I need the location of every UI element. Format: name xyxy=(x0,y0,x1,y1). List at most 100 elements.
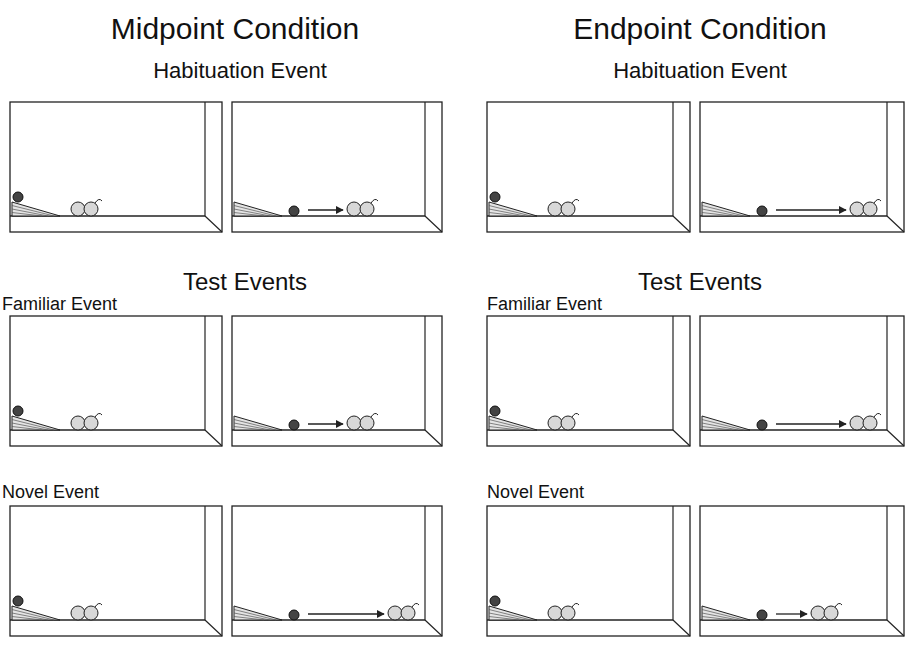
motion-arrow xyxy=(776,209,846,210)
ball xyxy=(13,406,23,416)
event-panel xyxy=(10,316,222,446)
event-label: Familiar Event xyxy=(487,294,602,315)
stage-frame xyxy=(10,316,222,446)
event-label: Novel Event xyxy=(487,482,584,503)
back-wall xyxy=(424,102,425,216)
stage-frame xyxy=(232,316,442,446)
event-panel xyxy=(700,102,904,232)
ball xyxy=(490,596,500,606)
floor-corner xyxy=(887,216,904,232)
event-label: Test Events xyxy=(638,268,762,296)
floor-corner xyxy=(205,430,222,446)
wheeled-toy xyxy=(388,603,419,620)
event-panel xyxy=(487,316,690,446)
back-wall xyxy=(424,316,425,430)
ramp xyxy=(702,606,750,620)
ramp xyxy=(12,202,60,216)
ball xyxy=(289,206,299,216)
event-panel xyxy=(487,102,690,232)
condition-title: Midpoint Condition xyxy=(111,12,359,47)
ball xyxy=(13,596,23,606)
event-label: Habituation Event xyxy=(613,58,787,83)
event-panel xyxy=(700,316,904,446)
event-panel xyxy=(700,506,904,636)
stage-frame xyxy=(487,102,690,232)
wheeled-toy xyxy=(548,413,579,430)
ramp xyxy=(489,202,537,216)
stage-frame xyxy=(700,506,904,636)
floor-corner xyxy=(673,216,690,232)
floor-corner xyxy=(425,620,442,636)
event-panel xyxy=(232,506,442,636)
back-wall xyxy=(204,102,205,216)
event-label: Familiar Event xyxy=(2,294,117,315)
stage-frame xyxy=(700,316,904,446)
event-label: Test Events xyxy=(183,268,307,296)
event-panel xyxy=(232,316,442,446)
ball xyxy=(757,610,767,620)
ball xyxy=(757,206,767,216)
stage-frame xyxy=(487,316,690,446)
floor-corner xyxy=(673,620,690,636)
ramp xyxy=(12,606,60,620)
wheeled-toy xyxy=(71,199,102,216)
wheeled-toy xyxy=(548,199,579,216)
floor-corner xyxy=(425,216,442,232)
ball xyxy=(289,610,299,620)
motion-arrow xyxy=(308,423,343,424)
wheeled-toy xyxy=(347,199,378,216)
floor-corner xyxy=(887,620,904,636)
condition-title: Endpoint Condition xyxy=(573,12,827,47)
wheeled-toy xyxy=(347,413,378,430)
back-wall xyxy=(672,316,673,430)
motion-arrow xyxy=(776,423,846,424)
event-panel xyxy=(10,102,222,232)
event-panel xyxy=(232,102,442,232)
ball xyxy=(490,406,500,416)
motion-arrow xyxy=(308,613,384,614)
floor-corner xyxy=(887,430,904,446)
wheeled-toy xyxy=(548,603,579,620)
ramp xyxy=(489,416,537,430)
back-wall xyxy=(886,316,887,430)
back-wall xyxy=(672,506,673,620)
wheeled-toy xyxy=(850,199,881,216)
stage-frame xyxy=(487,506,690,636)
wheeled-toy xyxy=(850,413,881,430)
ramp xyxy=(234,416,282,430)
floor-corner xyxy=(205,216,222,232)
ball xyxy=(757,420,767,430)
wheeled-toy xyxy=(71,603,102,620)
back-wall xyxy=(886,506,887,620)
floor-corner xyxy=(425,430,442,446)
stage-frame xyxy=(700,102,904,232)
back-wall xyxy=(424,506,425,620)
ramp xyxy=(702,416,750,430)
stage-frame xyxy=(232,506,442,636)
ball xyxy=(289,420,299,430)
stage-frame xyxy=(10,102,222,232)
ramp xyxy=(702,202,750,216)
ramp xyxy=(234,202,282,216)
motion-arrow xyxy=(776,613,807,614)
event-label: Habituation Event xyxy=(153,58,327,83)
event-panel xyxy=(10,506,222,636)
back-wall xyxy=(204,316,205,430)
stage-frame xyxy=(10,506,222,636)
wheeled-toy xyxy=(811,603,842,620)
back-wall xyxy=(886,102,887,216)
event-label: Novel Event xyxy=(2,482,99,503)
stage-frame xyxy=(232,102,442,232)
motion-arrow xyxy=(308,209,343,210)
floor-corner xyxy=(205,620,222,636)
wheeled-toy xyxy=(71,413,102,430)
ball xyxy=(490,192,500,202)
ball xyxy=(13,192,23,202)
back-wall xyxy=(672,102,673,216)
ramp xyxy=(489,606,537,620)
ramp xyxy=(234,606,282,620)
back-wall xyxy=(204,506,205,620)
ramp xyxy=(12,416,60,430)
event-panel xyxy=(487,506,690,636)
